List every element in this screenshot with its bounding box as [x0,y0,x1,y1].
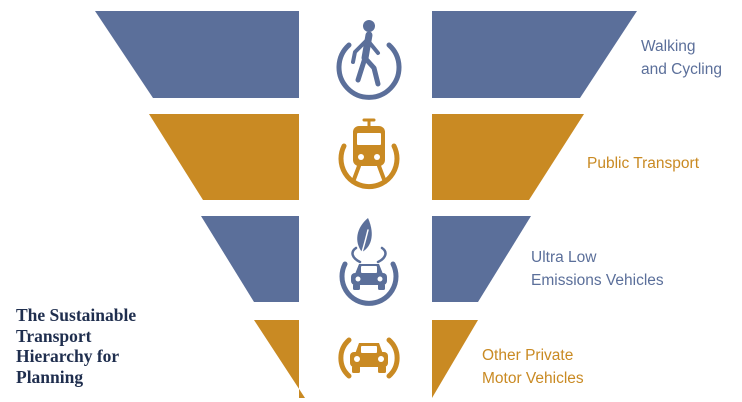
title-line-4: Planning [16,366,84,387]
tier-1-right-band [432,11,637,98]
tier-2-left-band [149,114,299,200]
eco-car-leaf-icon [339,218,399,306]
title-line-1: The Sustainable [16,305,137,325]
tier-4-right-band [432,320,478,398]
tier-2-label-line-1: Public Transport [587,155,699,172]
train-icon [338,118,400,190]
tier-4-left-band [254,320,305,398]
pedestrian-icon [336,20,402,100]
tier-4-label-line-2: Motor Vehicles [482,370,584,387]
tier-4-label-line-1: Other Private [482,347,574,364]
tier-1-label: Walking and Cycling [641,35,722,81]
title-line-2: Transport [16,325,92,346]
tier-3-left-band [201,216,299,302]
tier-2-label: Public Transport [587,152,699,175]
diagram-title: The Sustainable Transport Hierarchy for … [16,305,216,387]
tier-3-label: Ultra Low Emissions Vehicles [531,246,664,292]
tier-3-label-line-1: Ultra Low [531,249,597,266]
tier-2-right-band [432,114,584,200]
tier-1-left-band [95,11,299,98]
tier-1-label-line-2: and Cycling [641,61,722,78]
tier-3-right-band [432,216,531,302]
title-line-3: Hierarchy for [16,346,120,366]
tier-4-label: Other Private Motor Vehicles [482,344,584,390]
tier-3-label-line-2: Emissions Vehicles [531,272,664,289]
tier-1-label-line-1: Walking [641,38,696,55]
car-icon [338,337,400,379]
